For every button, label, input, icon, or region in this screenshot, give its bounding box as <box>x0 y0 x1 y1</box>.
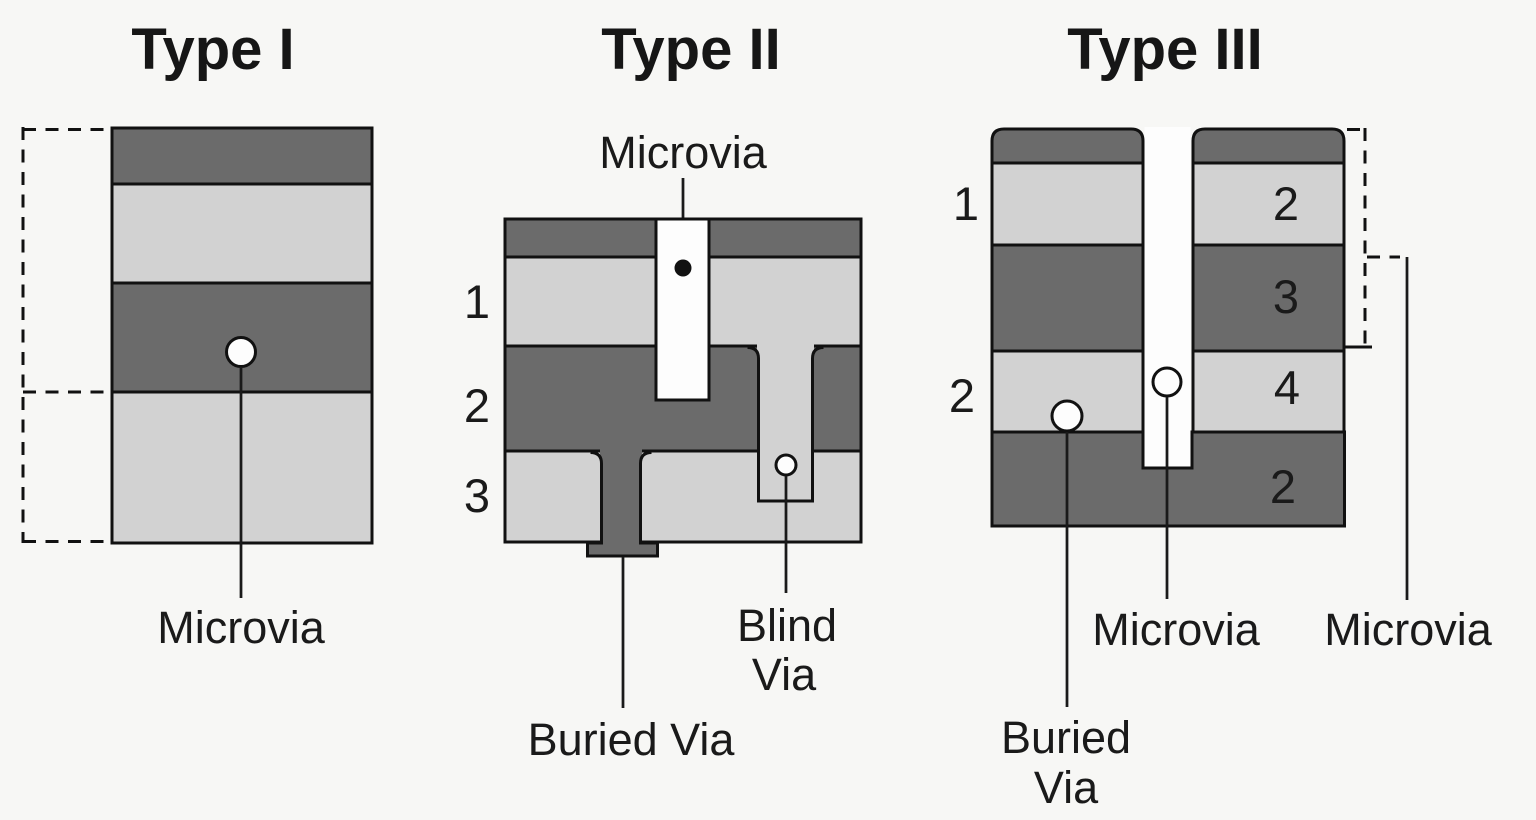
type2-layer-number-2: 2 <box>464 379 490 432</box>
type2-buried-via-outline <box>586 451 659 558</box>
type1-layer-dark-top <box>110 126 374 186</box>
type3-right-tower-light-4 <box>1191 349 1346 434</box>
type2-layer-number-1: 1 <box>464 275 490 328</box>
type3-bottom-number-2: 2 <box>1270 460 1296 513</box>
type2-buried-via-label: Buried Via <box>528 714 736 765</box>
type3-right-tower-light-2 <box>1191 161 1346 247</box>
type1-microvia-label: Microvia <box>157 602 325 653</box>
type3-right-number-3: 3 <box>1273 270 1299 323</box>
type3-panel: Type III 1 2 2 3 <box>949 17 1493 813</box>
type2-blind-via-marker <box>774 453 798 477</box>
type3-microvia-marker <box>1151 366 1183 398</box>
type2-buried-via-foot <box>588 542 657 556</box>
type2-microvia-dot <box>674 259 692 277</box>
type2-layer-number-3: 3 <box>464 469 490 522</box>
type2-blind-via-label-line1: Blind <box>737 600 837 651</box>
type3-microvia-label: Microvia <box>1092 604 1260 655</box>
type1-title: Type I <box>131 17 294 82</box>
type2-microvia-label: Microvia <box>599 127 767 178</box>
type3-left-tower-dark-mid <box>990 243 1145 353</box>
type2-microvia-channel <box>654 217 711 402</box>
type3-title: Type III <box>1067 17 1263 82</box>
type3-buried-via-label-line1: Buried <box>1001 712 1131 763</box>
type3-left-tower-light-1 <box>990 161 1145 247</box>
type3-right-tower-dark-3 <box>1191 243 1346 353</box>
type3-left-tower-dark-top <box>990 127 1145 165</box>
type1-layer-light-upper <box>110 182 374 285</box>
type3-left-number-2: 2 <box>949 369 975 422</box>
type3-buried-via-marker <box>1050 399 1084 433</box>
type3-left-number-1: 1 <box>953 177 979 230</box>
type3-right-number-2: 2 <box>1273 177 1299 230</box>
type3-right-tower-dark-top <box>1191 127 1346 165</box>
type1-microvia-marker <box>225 336 257 368</box>
type3-buried-via-label-line2: Via <box>1034 762 1099 813</box>
type1-panel: Type I Microvia <box>21 17 374 653</box>
type2-title: Type II <box>601 17 780 82</box>
type2-panel: Type II Microvia Blind Via Buried Via 1 … <box>464 17 863 765</box>
type2-buried-via-stem <box>600 449 642 543</box>
type3-right-number-4: 4 <box>1274 361 1300 414</box>
type2-blind-via-label-line2: Via <box>752 649 817 700</box>
type3-right-microvia-label: Microvia <box>1324 604 1492 655</box>
